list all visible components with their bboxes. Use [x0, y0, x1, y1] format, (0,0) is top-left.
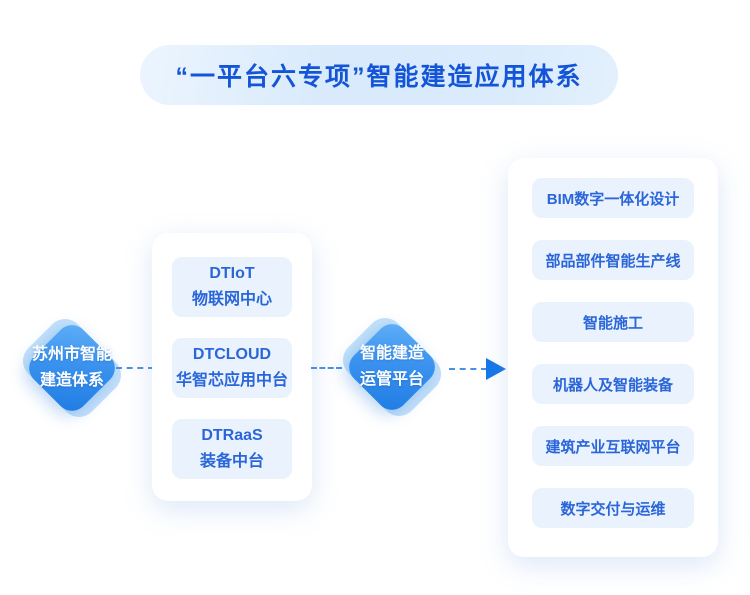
connector-dashed-left	[116, 367, 154, 369]
node-suzhou-system: 苏州市智能 建造体系	[15, 311, 129, 425]
special-item: 部品部件智能生产线	[532, 240, 694, 280]
specials-card: BIM数字一体化设计 部品部件智能生产线 智能施工 机器人及智能装备 建筑产业互…	[508, 158, 718, 557]
platform-item: DTCLOUD 华智芯应用中台	[172, 338, 292, 398]
platform-item-name: DTCLOUD	[192, 346, 272, 363]
node-label: 苏州市智能 建造体系	[32, 342, 112, 394]
platform-card: DTIoT 物联网中心 DTCLOUD 华智芯应用中台 DTRaaS 装备中台	[152, 233, 312, 501]
connector-dashed-right	[449, 368, 487, 370]
special-item: 建筑产业互联网平台	[532, 426, 694, 466]
connector-dashed-middle	[311, 367, 342, 369]
special-item: 机器人及智能装备	[532, 364, 694, 404]
platform-item-desc: 物联网中心	[191, 291, 272, 308]
node-label-line: 苏州市智能	[31, 346, 112, 363]
special-item: 数字交付与运维	[532, 488, 694, 528]
platform-item-desc: 华智芯应用中台	[175, 372, 288, 389]
platform-item-desc: 装备中台	[199, 453, 264, 470]
title-banner: “一平台六专项”智能建造应用体系	[140, 45, 618, 105]
special-item: BIM数字一体化设计	[532, 178, 694, 218]
platform-item-name: DTIoT	[209, 265, 255, 282]
platform-item-name: DTRaaS	[201, 427, 263, 444]
platform-item: DTIoT 物联网中心	[172, 257, 292, 317]
node-operation-platform: 智能建造 运管平台	[335, 310, 449, 424]
node-label-line: 运管平台	[359, 371, 424, 388]
node-label: 智能建造 运管平台	[360, 341, 424, 393]
special-item: 智能施工	[532, 302, 694, 342]
node-label-line: 建造体系	[39, 372, 104, 389]
node-label-line: 智能建造	[359, 345, 424, 362]
platform-item: DTRaaS 装备中台	[172, 419, 292, 479]
page-title: “一平台六专项”智能建造应用体系	[175, 63, 583, 91]
arrow-right-icon	[486, 358, 506, 380]
